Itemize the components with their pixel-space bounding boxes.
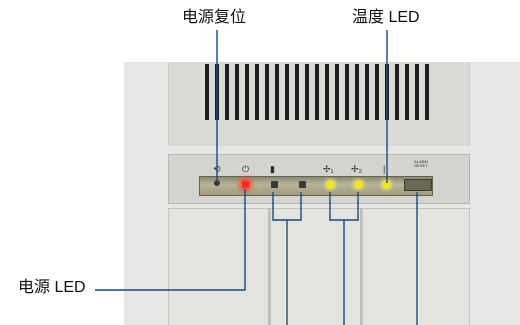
vent-slot	[275, 64, 279, 120]
vent-slot	[335, 64, 339, 120]
vent-slot	[285, 64, 289, 120]
server-front-panel-photo: ⟲ ⏻ ▮ ✢₁ ✢₂ | ALARM RESET	[124, 62, 520, 325]
led-strip	[199, 176, 433, 196]
vent-slot	[315, 64, 319, 120]
hdd-bracket	[272, 192, 302, 221]
drive-bay-right	[362, 208, 470, 325]
vent-slot	[325, 64, 329, 120]
power-led-label: 电源 LED	[18, 279, 86, 296]
vent-slot	[305, 64, 309, 120]
power-symbol: ⏻	[242, 164, 250, 174]
fan-bracket	[329, 192, 359, 221]
fan2-led	[355, 181, 362, 188]
alarm-reset-symbol: ALARM RESET	[414, 159, 428, 168]
fan1-led	[327, 181, 334, 188]
reset-button[interactable]	[214, 180, 220, 186]
temperature-led-label: 温度 LED	[352, 9, 420, 26]
hdd-led-1	[271, 181, 278, 188]
vent-slot	[255, 64, 259, 120]
vent-slot	[235, 64, 239, 120]
vent-slot	[375, 64, 379, 120]
bay-divider	[268, 208, 270, 325]
vent-slot	[395, 64, 399, 120]
vent-slot	[355, 64, 359, 120]
power-reset-label: 电源复位	[182, 9, 247, 26]
drive-symbol: ▮	[270, 164, 275, 174]
power-led-leader	[95, 189, 246, 291]
ventilation-grill	[168, 62, 470, 146]
vent-slot	[365, 64, 369, 120]
temperature-led	[383, 181, 390, 188]
drive-bay-left	[168, 208, 270, 325]
temperature-symbol: |	[383, 164, 386, 174]
alarm-reset-button[interactable]	[404, 179, 432, 191]
vent-slot	[415, 64, 419, 120]
vent-slot	[245, 64, 249, 120]
power-led	[242, 181, 249, 188]
fan1-symbol: ✢₁	[323, 164, 334, 174]
bay-divider	[360, 208, 362, 325]
vent-slot	[225, 64, 229, 120]
vent-slot	[425, 64, 429, 120]
vent-slot	[205, 64, 209, 120]
vent-slot	[265, 64, 269, 120]
fan2-symbol: ✢₂	[351, 164, 363, 174]
vent-slot	[345, 64, 349, 120]
vent-slot	[295, 64, 299, 120]
vent-slot	[405, 64, 409, 120]
hdd-led-2	[299, 181, 306, 188]
